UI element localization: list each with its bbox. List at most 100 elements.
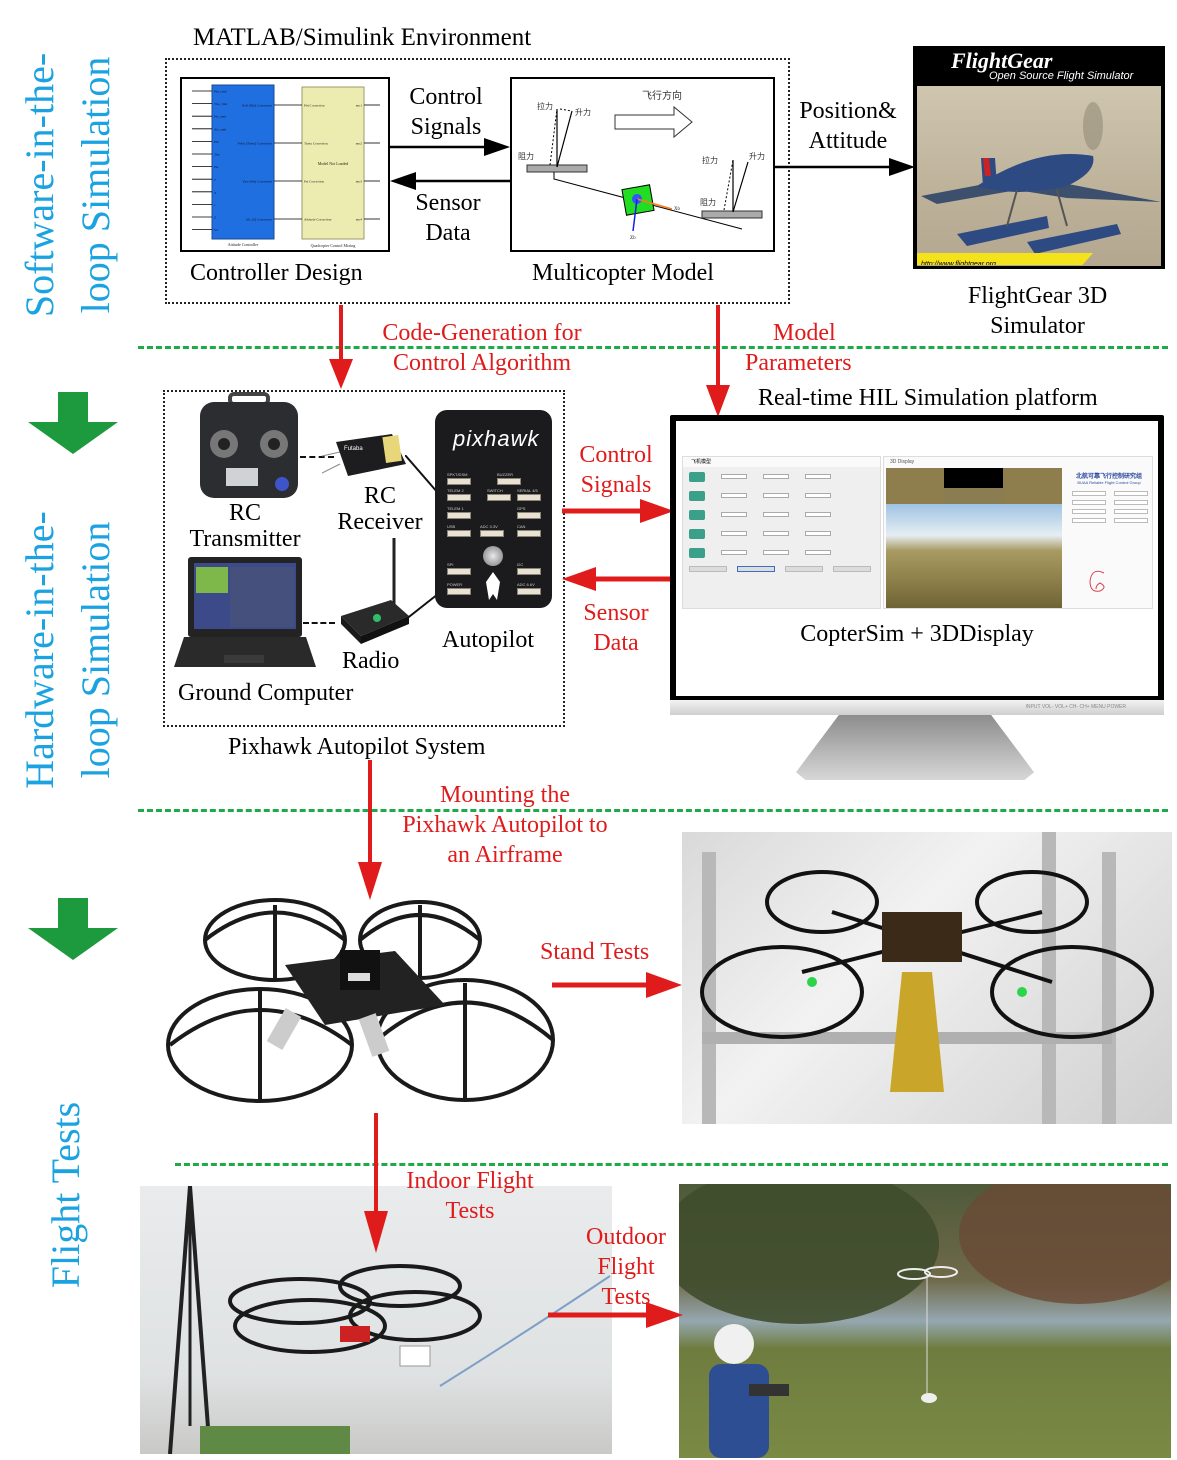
param-field[interactable] bbox=[763, 512, 789, 517]
pixhawk-port-label: SPKT/DSM bbox=[447, 472, 468, 477]
radio-label: Radio bbox=[342, 648, 400, 674]
model-parameters-label: Model Parameters bbox=[745, 318, 873, 378]
label-line: Sensor bbox=[415, 190, 481, 216]
pixhawk-port-label: CAN bbox=[517, 524, 526, 529]
param-field[interactable] bbox=[721, 550, 747, 555]
stage-arrow-down-icon bbox=[28, 392, 118, 454]
output-port-label: mo4 bbox=[356, 218, 362, 222]
param-field[interactable] bbox=[805, 474, 831, 479]
stage-divider bbox=[138, 346, 1168, 349]
flight-direction-label: 飞行方向 bbox=[642, 89, 682, 102]
status-field bbox=[1114, 491, 1148, 496]
coptersim-param-row bbox=[683, 543, 880, 562]
flightgear-url: http://www.flightgear.org bbox=[921, 261, 996, 268]
coptersim-button[interactable] bbox=[785, 566, 823, 572]
link-receiver-autopilot bbox=[405, 455, 439, 494]
control-signals-arrow-icon bbox=[390, 138, 510, 156]
input-port-label: Psi_cmd bbox=[214, 115, 226, 119]
param-field[interactable] bbox=[721, 531, 747, 536]
pixhawk-port-connector bbox=[447, 478, 471, 485]
monitor-bezel: INPUT VOL- VOL+ CH- CH+ MENU POWER bbox=[670, 700, 1164, 715]
group-name-en: BUAA Reliable Flight Control Group bbox=[1077, 480, 1141, 485]
param-field[interactable] bbox=[721, 512, 747, 517]
coptersim-window: 飞机模型 bbox=[682, 456, 881, 609]
pixhawk-port-connector bbox=[517, 512, 541, 519]
pixhawk-port: TELEM 1 bbox=[447, 506, 471, 519]
pixhawk-port: USB bbox=[447, 524, 471, 537]
param-field[interactable] bbox=[805, 512, 831, 517]
stage-divider bbox=[175, 1163, 1168, 1166]
pixhawk-port-label: ADC 3.3V bbox=[480, 524, 498, 529]
param-field[interactable] bbox=[805, 550, 831, 555]
stage-line: Hardware-in-the- bbox=[17, 511, 62, 789]
pixhawk-port: SPKT/DSM bbox=[447, 472, 471, 485]
code-generation-label: Code-Generation for Control Algorithm bbox=[362, 318, 602, 378]
param-field[interactable] bbox=[763, 474, 789, 479]
output-port-label: mo2 bbox=[356, 142, 362, 146]
label-line: FlightGear 3D bbox=[967, 283, 1108, 309]
status-field bbox=[1072, 518, 1106, 523]
pixhawk-port-connector bbox=[497, 478, 521, 485]
pixhawk-port: POWER bbox=[447, 582, 471, 595]
label-line: Outdoor bbox=[586, 1224, 666, 1250]
pixhawk-port: SPI bbox=[447, 562, 471, 575]
component-icon bbox=[689, 547, 705, 558]
coptersim-button[interactable] bbox=[689, 566, 727, 572]
attitude-controller-block bbox=[211, 84, 275, 240]
label-line: Control bbox=[409, 84, 483, 110]
param-field[interactable] bbox=[805, 493, 831, 498]
output-port-label: Yaw (Psi) Correction bbox=[242, 180, 272, 184]
param-field[interactable] bbox=[805, 531, 831, 536]
label-line: Simulator bbox=[990, 313, 1085, 339]
output-port-label: Roll (Phi) Correction bbox=[242, 104, 272, 108]
coptersim-title: 飞机模型 bbox=[691, 459, 712, 465]
label-line: RC bbox=[228, 500, 261, 526]
input-port-label: The_cmd bbox=[214, 102, 227, 106]
indoor-flight-arrow-icon bbox=[364, 1113, 388, 1253]
coptersim-button-row bbox=[683, 562, 880, 576]
param-field[interactable] bbox=[721, 493, 747, 498]
label-line: Signals bbox=[580, 472, 652, 498]
status-field bbox=[1114, 509, 1148, 514]
param-field[interactable] bbox=[763, 493, 789, 498]
outdoor-flight-illustration bbox=[679, 1184, 1171, 1458]
position-attitude-label: Position& Attitude bbox=[786, 96, 910, 156]
label-line: Transmitter bbox=[189, 526, 301, 552]
input-port-label: Altitude Correction bbox=[304, 218, 332, 222]
flightgear-sky bbox=[917, 86, 1161, 266]
label-line: Receiver bbox=[337, 509, 423, 535]
monitor-screen: 飞机模型 3D Display 北航可靠飞行控制研究组 BUAA Reliabl… bbox=[676, 421, 1158, 696]
status-field bbox=[1114, 518, 1148, 523]
caged-drone-image bbox=[166, 898, 555, 1103]
coptersim-button[interactable] bbox=[833, 566, 871, 572]
ground-computer-label: Ground Computer bbox=[178, 680, 354, 706]
label-line: Mounting the bbox=[440, 782, 570, 808]
flight-direction-arrow-icon bbox=[614, 105, 693, 139]
param-field[interactable] bbox=[763, 531, 789, 536]
label-line: Position& bbox=[799, 98, 897, 124]
pixhawk-led bbox=[483, 546, 503, 566]
component-icon bbox=[689, 509, 705, 520]
rc-receiver-label: RC Receiver bbox=[325, 483, 435, 535]
pixhawk-port: BUZZER bbox=[497, 472, 521, 485]
pixhawk-port: TELEM 2 bbox=[447, 488, 471, 501]
multicopter-model-diagram: 飞行方向 拉力 升力 阻力 xb zb 拉力 升力 阻力 bbox=[510, 77, 775, 252]
mounting-arrow-icon bbox=[358, 760, 382, 900]
status-field bbox=[1072, 500, 1106, 505]
block2-name: Quadcopter Control Mixing bbox=[311, 243, 356, 248]
simulink-env-box bbox=[165, 58, 790, 304]
pixhawk-port-connector bbox=[517, 494, 541, 501]
block1-name: Attitude Controller bbox=[228, 242, 259, 247]
param-field[interactable] bbox=[763, 550, 789, 555]
coptersim-button[interactable] bbox=[737, 566, 775, 572]
pixhawk-port: I2C bbox=[517, 562, 541, 575]
input-port-label: r bbox=[214, 203, 216, 207]
sil-control-signals-label: Control Signals bbox=[396, 82, 496, 142]
label-line: RC bbox=[363, 483, 396, 509]
pixhawk-port: ADC 6.6V bbox=[517, 582, 541, 595]
stand-test-photo bbox=[682, 832, 1172, 1124]
stand-test-illustration bbox=[700, 832, 1154, 1124]
ground-computer-image bbox=[174, 557, 316, 667]
param-field[interactable] bbox=[721, 474, 747, 479]
